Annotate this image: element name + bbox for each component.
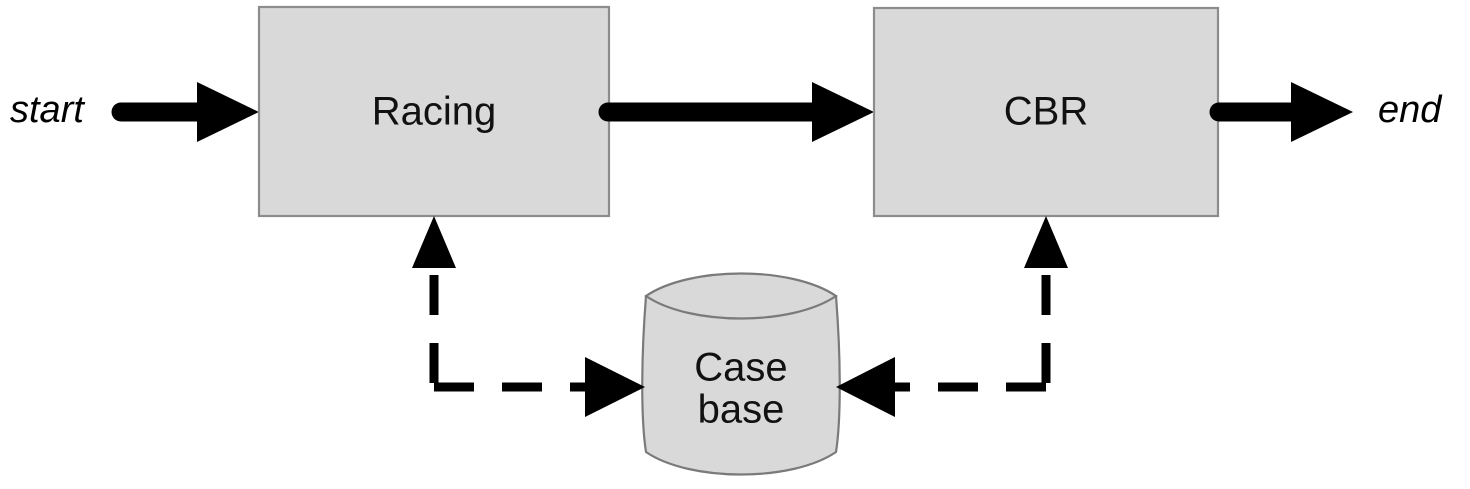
end-label: end [1378, 89, 1443, 131]
node-case-base-label-line1: Case [694, 346, 787, 390]
node-case-base-lid [644, 272, 838, 320]
node-cbr-shape[interactable] [872, 6, 1220, 218]
node-cbr-label: CBR [1004, 90, 1088, 134]
edge-start-to-racing-arrowhead [197, 82, 259, 142]
node-case-base-label-line2: base [698, 388, 785, 432]
node-racing[interactable]: Racing [257, 5, 611, 218]
edge-racing-case-base-left-loop [412, 216, 645, 417]
node-case-base-body[interactable] [641, 294, 841, 476]
node-racing-label: Racing [372, 90, 497, 134]
edge-cbr-to-case-base-arrowhead [836, 357, 895, 417]
edge-racing-to-cbr-arrowhead [812, 82, 874, 142]
edge-cbr-case-base-right-loop [836, 216, 1068, 417]
start-label: start [10, 89, 85, 131]
edge-cbr-to-end [1209, 82, 1353, 142]
edge-cbr-to-end-arrowhead [1291, 82, 1353, 142]
edge-case-base-to-racing-arrowhead [412, 216, 456, 268]
edge-racing-to-case-base-arrowhead [585, 357, 645, 417]
edge-case-base-to-cbr-arrowhead [1024, 216, 1068, 268]
edge-racing-to-cbr [598, 82, 874, 142]
edge-start-to-racing [111, 82, 259, 142]
node-cbr[interactable]: CBR [872, 6, 1220, 218]
node-case-base[interactable]: Case base [641, 272, 841, 476]
